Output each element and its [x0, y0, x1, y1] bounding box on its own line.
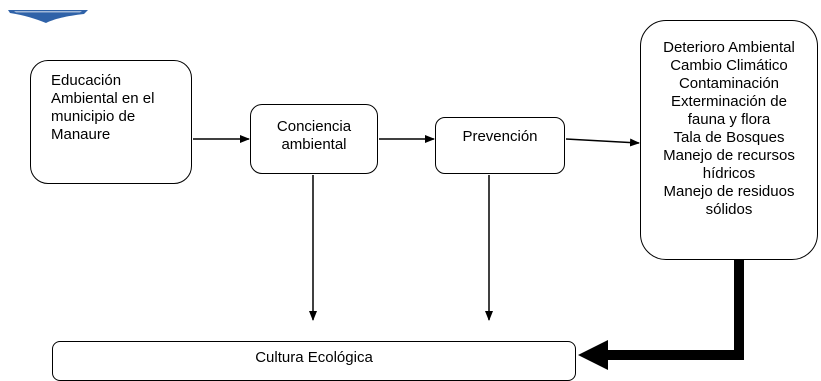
node-educacion-ambiental: Educación Ambiental en el municipio de M… [30, 60, 192, 184]
node-deterioro-ambiental-label: Deterioro Ambiental Cambio Climático Con… [663, 39, 795, 218]
arrow-deterioro-to-cultura [606, 260, 744, 360]
node-prevencion: Prevención [435, 117, 565, 174]
wing-logo-icon [8, 10, 88, 23]
node-cultura-ecologica: Cultura Ecológica [52, 341, 576, 381]
arrow-deterioro-to-cultura-head [578, 340, 608, 370]
connector-layer [193, 135, 744, 370]
node-deterioro-ambiental: Deterioro Ambiental Cambio Climático Con… [640, 20, 818, 260]
node-conciencia-ambiental: Conciencia ambiental [250, 104, 378, 174]
node-prevencion-label: Prevención [462, 128, 538, 145]
node-conciencia-ambiental-label: Conciencia ambiental [276, 118, 352, 153]
node-educacion-ambiental-label: Educación Ambiental en el municipio de M… [51, 72, 155, 143]
arrow-prevencion-to-deterioro [565, 138, 640, 147]
node-cultura-ecologica-label: Cultura Ecológica [255, 349, 373, 366]
